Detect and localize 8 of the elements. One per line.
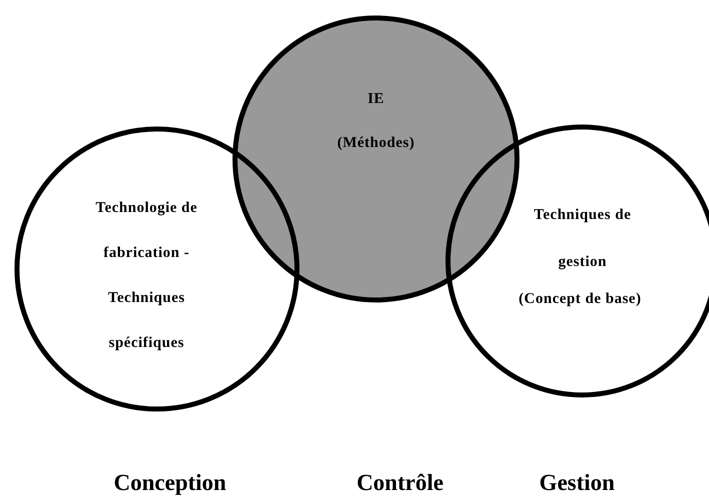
circle-label: Technologie de fabrication - Techniques spécifiques [94, 199, 198, 353]
category-label: Conception [114, 470, 226, 496]
circle-label: Techniques de gestion [532, 206, 632, 272]
circle-label: (Méthodes) [336, 134, 416, 153]
category-label: Contrôle [356, 470, 444, 496]
circle-label: IE [366, 90, 386, 109]
circle-label: (Concept de base) [518, 290, 642, 309]
category-label: Gestion [539, 470, 615, 496]
